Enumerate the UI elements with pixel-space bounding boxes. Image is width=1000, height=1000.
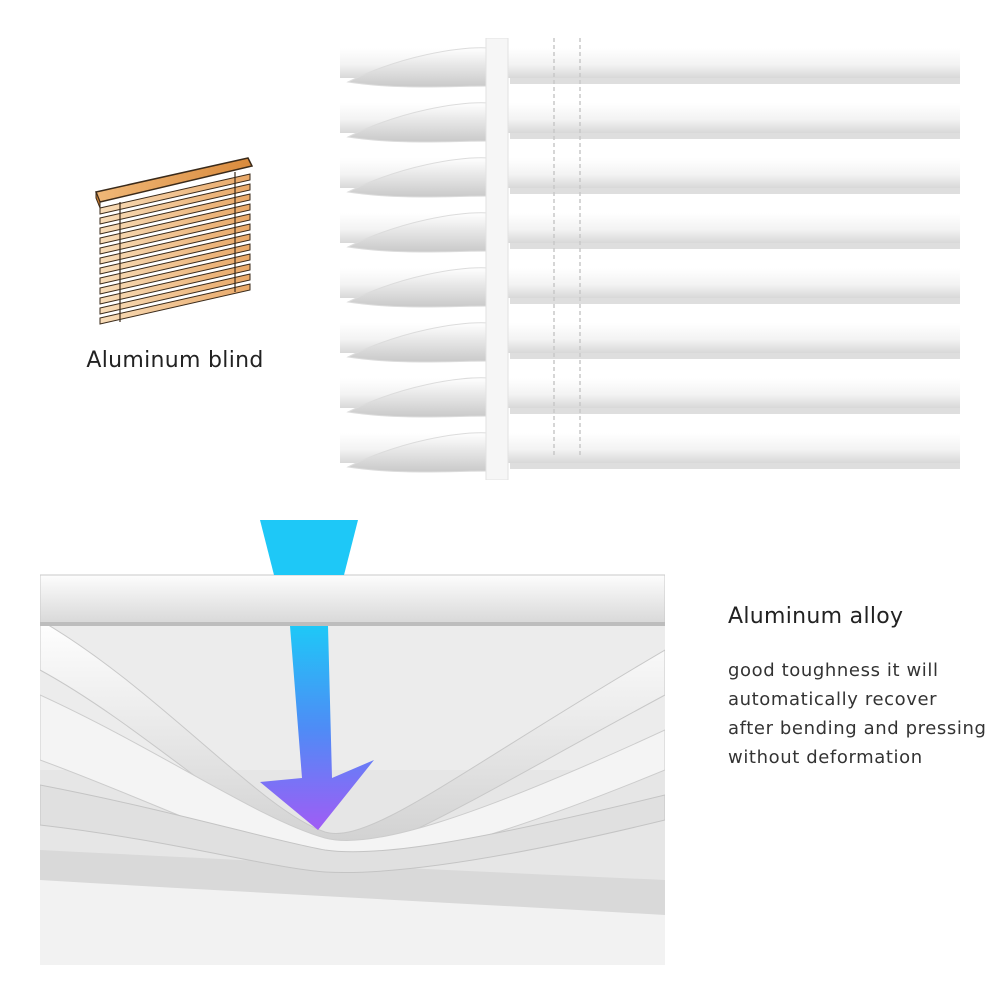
- blind-closeup-photo: [340, 37, 960, 481]
- bent-slat-photo: [39, 520, 666, 965]
- feature-title: Aluminum alloy: [728, 604, 904, 629]
- aluminum-blind-icon: [80, 150, 270, 340]
- product-label: Aluminum blind: [86, 348, 264, 373]
- feature-description: good toughness it will automatically rec…: [728, 660, 987, 768]
